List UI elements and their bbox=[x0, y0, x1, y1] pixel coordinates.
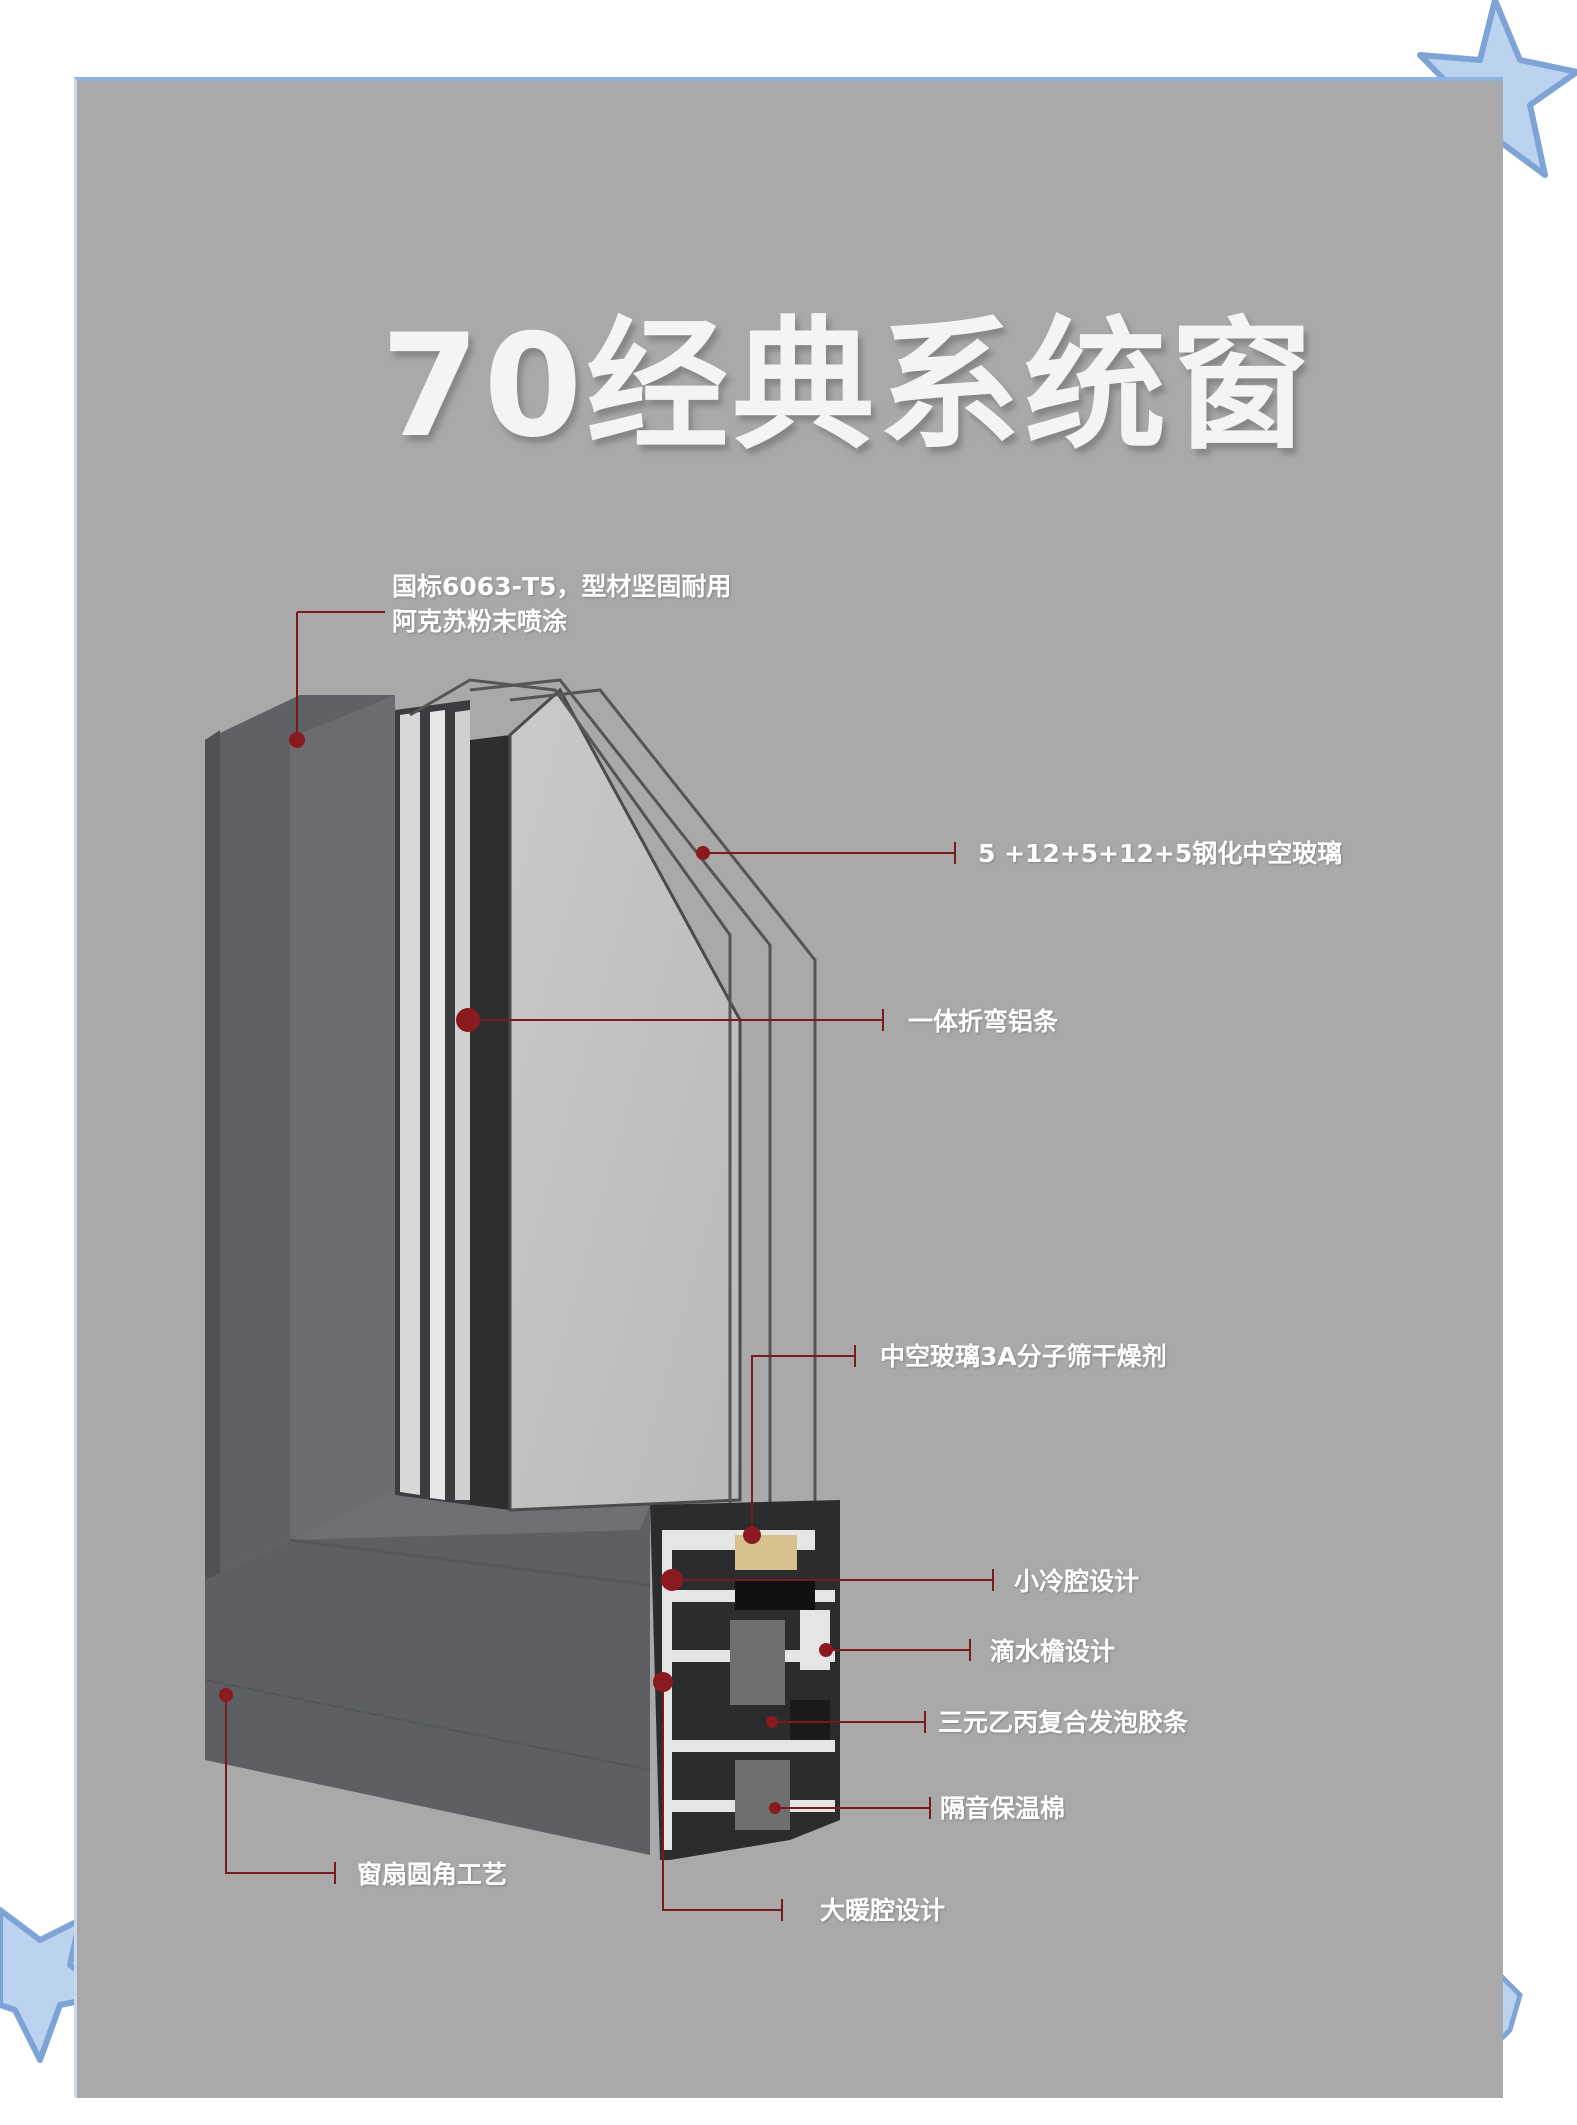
callout-big-cavity: 大暖腔设计 bbox=[820, 1896, 946, 1925]
frame-bottom bbox=[205, 1490, 650, 1855]
callout-desiccant: 中空玻璃3A分子筛干燥剂 bbox=[880, 1342, 1167, 1371]
callout-epdm: 三元乙丙复合发泡胶条 bbox=[938, 1708, 1189, 1737]
callout-spacer: 一体折弯铝条 bbox=[908, 1007, 1059, 1036]
callout-profile-line1: 国标6063-T5，型材坚固耐用 bbox=[392, 572, 732, 601]
page-title: 70经典系统窗 bbox=[380, 304, 1317, 469]
glass-pane-front bbox=[508, 687, 742, 1512]
callout-profile-line2: 阿克苏粉末喷涂 bbox=[392, 607, 568, 636]
callout-drip: 滴水檐设计 bbox=[990, 1637, 1116, 1666]
callout-glass: 5 +12+5+12+5钢化中空玻璃 bbox=[978, 839, 1343, 868]
callout-corner: 窗扇圆角工艺 bbox=[357, 1860, 508, 1889]
callout-insulation: 隔音保温棉 bbox=[940, 1794, 1066, 1823]
callout-small-cavity: 小冷腔设计 bbox=[1014, 1567, 1140, 1596]
